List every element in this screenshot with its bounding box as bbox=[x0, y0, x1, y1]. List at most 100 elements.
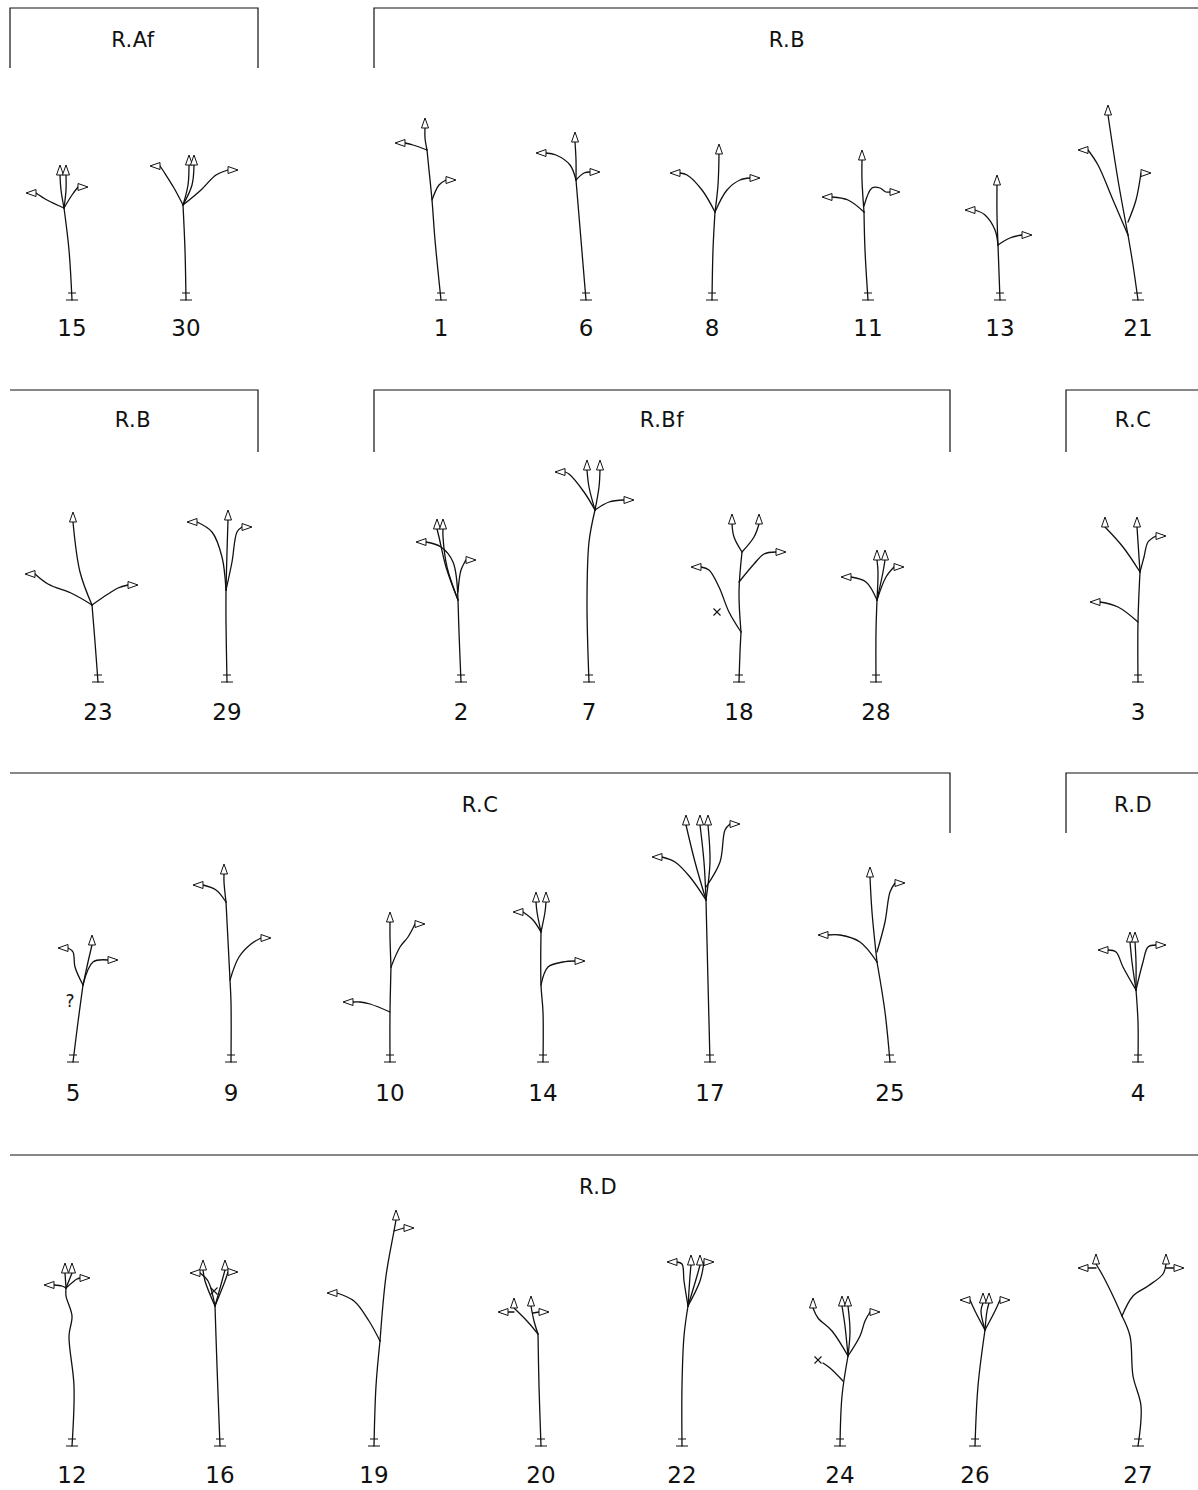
branch-line bbox=[985, 1300, 1000, 1330]
arrow-tip bbox=[466, 557, 476, 564]
arrow-tip bbox=[1141, 170, 1151, 177]
branch-line bbox=[183, 165, 194, 205]
branch-line bbox=[66, 1278, 80, 1288]
arrow-tip bbox=[894, 564, 904, 571]
branch-line bbox=[706, 825, 710, 900]
branch-line bbox=[1088, 1267, 1096, 1268]
branch-line bbox=[680, 173, 715, 212]
tree-figure bbox=[190, 1260, 238, 1446]
arrow-tip bbox=[58, 945, 68, 952]
figure-number: 2 bbox=[454, 701, 469, 724]
arrow-tip bbox=[539, 1309, 549, 1316]
branch-line bbox=[1100, 602, 1138, 622]
branch-line bbox=[576, 172, 590, 180]
branch-line bbox=[864, 212, 868, 300]
tree-figure bbox=[555, 460, 634, 682]
branch-line bbox=[975, 210, 998, 245]
figure-number: 5 bbox=[66, 1082, 81, 1105]
branch-line bbox=[1137, 527, 1140, 572]
branch-line bbox=[700, 825, 706, 900]
arrow-tip bbox=[511, 1298, 518, 1308]
branch-line bbox=[739, 632, 741, 682]
arrow-tip bbox=[994, 175, 1001, 185]
branch-line bbox=[64, 208, 72, 300]
arrow-tip bbox=[683, 815, 690, 825]
figure-number: 19 bbox=[359, 1464, 388, 1487]
branch-line bbox=[1140, 536, 1156, 572]
arrow-tip bbox=[404, 1225, 414, 1232]
arrow-tip bbox=[986, 1293, 993, 1303]
figure-number: 20 bbox=[526, 1464, 555, 1487]
arrow-tip bbox=[446, 177, 456, 184]
figure-number: 25 bbox=[875, 1082, 904, 1105]
branch-line bbox=[877, 883, 895, 952]
arrow-tip bbox=[584, 460, 591, 470]
cross-mark bbox=[714, 609, 721, 616]
arrow-tip bbox=[69, 1263, 76, 1273]
branch-line bbox=[458, 560, 466, 592]
arrow-tip bbox=[839, 1296, 846, 1306]
bracket bbox=[1066, 390, 1198, 452]
branch-line bbox=[848, 1312, 870, 1356]
arrow-tip bbox=[1078, 147, 1088, 154]
branch-line bbox=[183, 170, 228, 205]
branch-line bbox=[840, 1356, 848, 1446]
branch-line bbox=[1128, 173, 1141, 222]
arrow-tip bbox=[62, 1263, 69, 1273]
figure-number: 24 bbox=[825, 1464, 854, 1487]
arrow-tip bbox=[1102, 517, 1109, 527]
figure-number: 29 bbox=[212, 701, 241, 724]
group-label: R.Af bbox=[111, 30, 155, 51]
tree-figure bbox=[58, 935, 118, 1062]
branch-line bbox=[739, 552, 742, 632]
group-label: R.D bbox=[1114, 795, 1152, 816]
figure-number: 26 bbox=[960, 1464, 989, 1487]
arrow-tip bbox=[555, 469, 565, 476]
bracket bbox=[10, 8, 258, 68]
tree-figure bbox=[25, 512, 138, 682]
arrow-tip bbox=[193, 882, 203, 889]
arrow-tip bbox=[729, 514, 736, 524]
figure-number: 12 bbox=[57, 1464, 86, 1487]
arrow-tip bbox=[261, 935, 271, 942]
figure-number: 6 bbox=[579, 317, 594, 340]
branch-line bbox=[64, 175, 66, 208]
arrow-tip bbox=[697, 1255, 704, 1265]
branch-line bbox=[862, 160, 864, 212]
arrow-tip bbox=[810, 1298, 817, 1308]
tree-figure bbox=[26, 165, 88, 300]
figure-number: 3 bbox=[1131, 701, 1146, 724]
tree-figure bbox=[193, 864, 271, 1062]
branch-line bbox=[36, 193, 64, 208]
arrow-tip bbox=[200, 1260, 207, 1270]
branch-line bbox=[851, 577, 877, 600]
branch-line bbox=[443, 529, 458, 600]
arrow-tip bbox=[543, 892, 550, 902]
branch-line bbox=[848, 1306, 850, 1356]
arrow-tip bbox=[387, 912, 394, 922]
branch-line bbox=[203, 1270, 215, 1306]
tree-figure bbox=[960, 1293, 1010, 1446]
tree-figures bbox=[25, 105, 1184, 1446]
figure-number: 13 bbox=[985, 317, 1014, 340]
arrow-tip bbox=[590, 169, 600, 176]
arrow-tip bbox=[150, 163, 160, 170]
figure-number: 22 bbox=[667, 1464, 696, 1487]
figure-number: 7 bbox=[582, 701, 597, 724]
arrow-tip bbox=[597, 460, 604, 470]
tree-figure bbox=[150, 155, 238, 300]
arrow-tip bbox=[895, 880, 905, 887]
arrow-tip bbox=[867, 867, 874, 877]
branch-line bbox=[1136, 990, 1138, 1062]
arrow-tip bbox=[859, 150, 866, 160]
arrow-tip bbox=[533, 892, 540, 902]
branch-line bbox=[380, 1220, 396, 1341]
branch-line bbox=[1088, 150, 1128, 235]
branch-line bbox=[1130, 942, 1136, 990]
branch-line bbox=[682, 1306, 688, 1446]
branch-line bbox=[405, 143, 427, 150]
figure-number: 30 bbox=[171, 317, 200, 340]
branch-line bbox=[60, 175, 64, 208]
arrow-tip bbox=[980, 1293, 987, 1303]
